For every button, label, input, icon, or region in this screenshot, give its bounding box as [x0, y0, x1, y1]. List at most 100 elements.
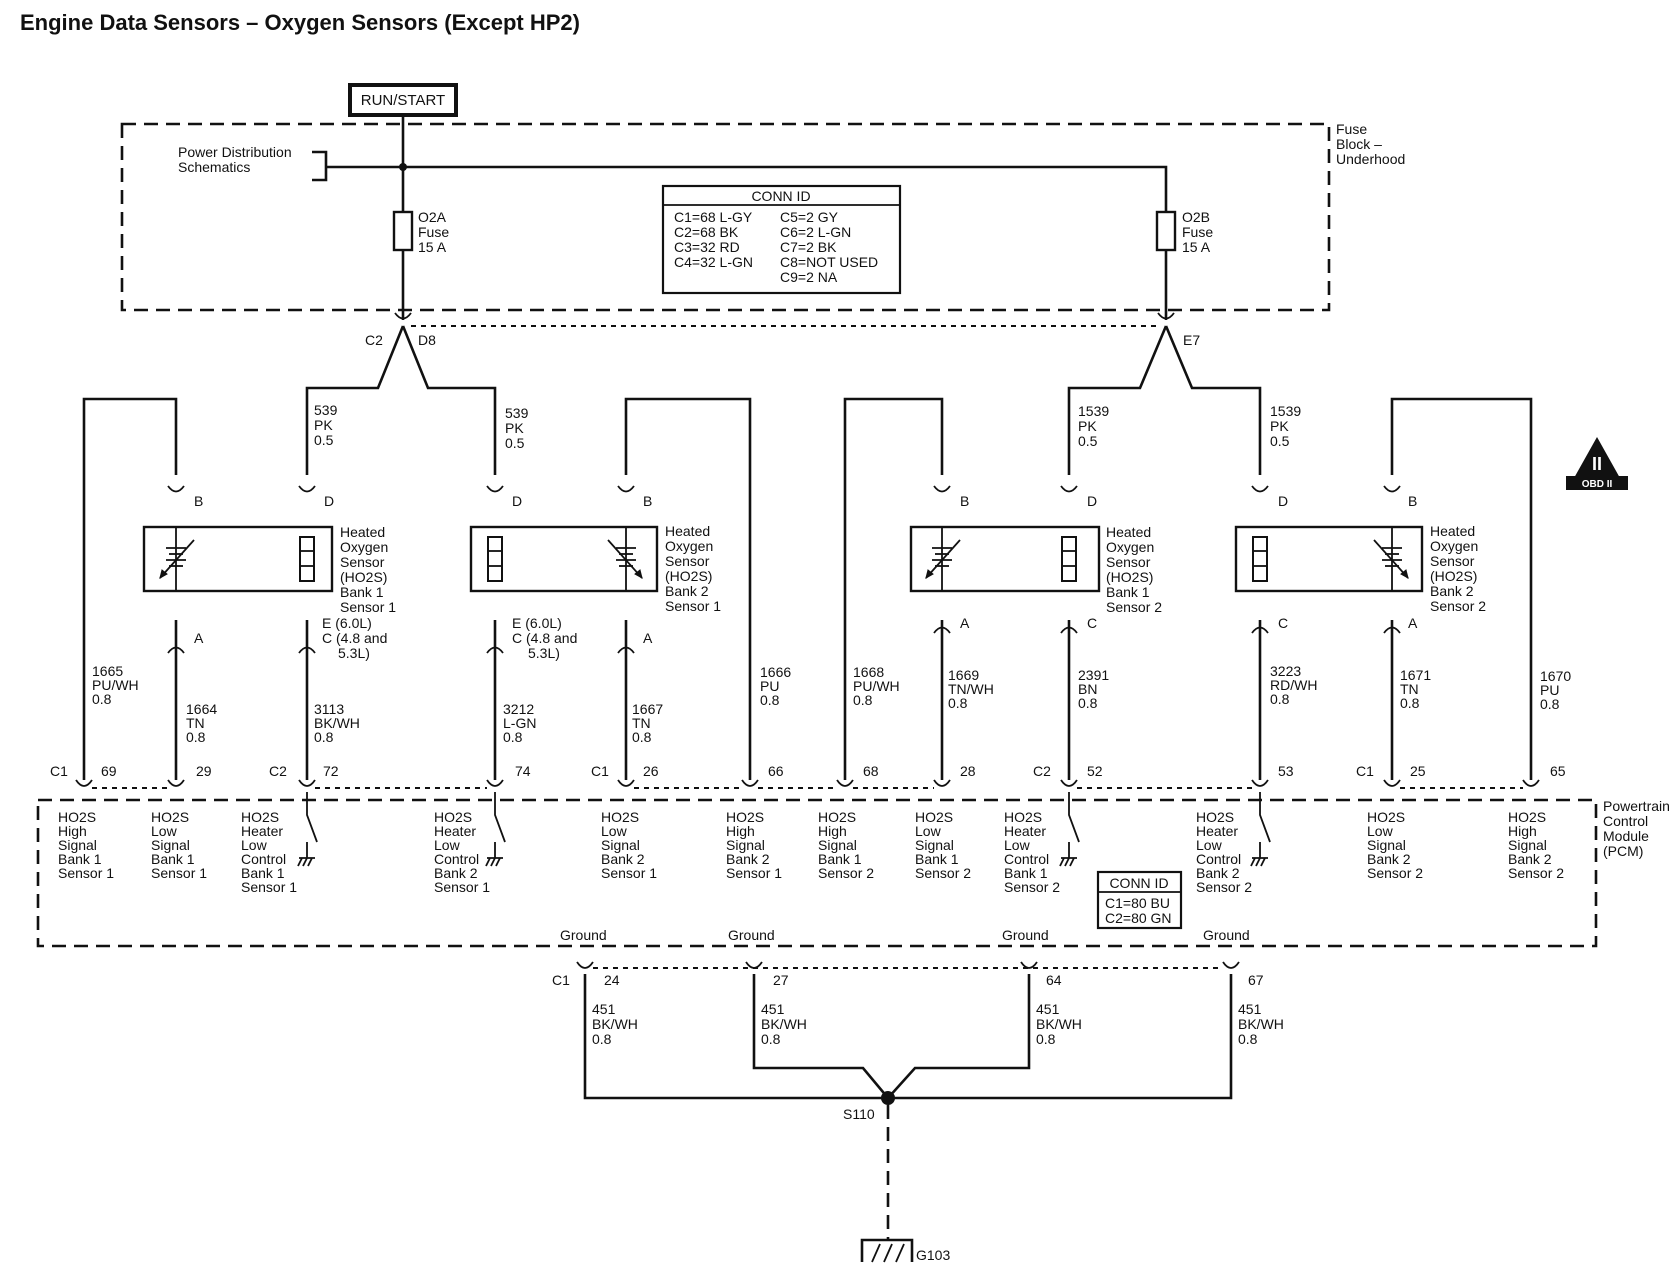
fuse-conn-c2-label: C2	[365, 332, 383, 348]
sensor-b1s1-name-2: Oxygen	[340, 539, 388, 555]
pcm-pin-3: 72	[323, 763, 339, 779]
wire-3212-label-1: 3212	[503, 701, 534, 717]
fuse-o2b-label-2: Fuse	[1182, 224, 1213, 240]
pcm-pin-7: 68	[863, 763, 879, 779]
signal-high-wire-b2s1	[624, 397, 752, 780]
pcm-func-4-l6: Sensor 1	[434, 879, 490, 895]
pcm-pin-4: 74	[515, 763, 531, 779]
obd-ii-icon	[1566, 436, 1628, 490]
sensing-cell-b1s1	[159, 527, 195, 591]
pcm-func-9-l2: Heater	[1004, 823, 1046, 839]
wire-3212-label-2: L-GN	[503, 715, 536, 731]
fuse-conn-id-right-1: C5=2 GY	[780, 209, 839, 225]
pcm-func-6-l2: High	[726, 823, 755, 839]
pcm-func-1-l2: High	[58, 823, 87, 839]
pcm-func-2-l2: Low	[151, 823, 178, 839]
wire-1671-label-3: 0.8	[1400, 695, 1420, 711]
feed-wire-b1s1	[305, 325, 405, 475]
wire-1664-label-3: 0.8	[186, 729, 206, 745]
heater-driver-switches	[306, 792, 1271, 858]
pcm-internal-ground-icons	[297, 857, 1268, 867]
pcm-func-12-l4: Bank 2	[1508, 851, 1552, 867]
wire-1670-label-1: 1670	[1540, 668, 1571, 684]
wire-1667-label-3: 0.8	[632, 729, 652, 745]
sensor-b2s1-pin-heater-1: E (6.0L)	[512, 615, 562, 631]
pcm-func-8-l3: Signal	[915, 837, 954, 853]
wire-1664-label-1: 1664	[186, 701, 217, 717]
signal-high-wire-b1s1	[82, 397, 178, 780]
pcm-func-10-l3: Low	[1196, 837, 1223, 853]
feed-wire-4-label-3: 0.5	[1270, 433, 1290, 449]
pcm-pin-11: 25	[1410, 763, 1426, 779]
pcm-func-11-l3: Signal	[1367, 837, 1406, 853]
pcm-func-9-l3: Low	[1004, 837, 1031, 853]
splice-s110-label: S110	[843, 1106, 875, 1122]
sensor-b1s1-name-4: (HO2S)	[340, 569, 387, 585]
pcm-conn-id-line-2: C2=80 GN	[1105, 910, 1172, 926]
heater-element-b1s2	[1061, 536, 1077, 582]
wire-1670-label-3: 0.8	[1540, 696, 1560, 712]
feed-wire-2-label-3: 0.5	[505, 435, 525, 451]
fuse-block-enclosure	[120, 122, 1331, 312]
pcm-func-6-l3: Signal	[726, 837, 765, 853]
fuse-conn-id-left-2: C2=68 BK	[674, 224, 739, 240]
pcm-pin-10: 53	[1278, 763, 1294, 779]
sensor-b2s2-pin-a: A	[1408, 615, 1418, 631]
sensor-b1s2-name-3: Sensor	[1106, 554, 1151, 570]
feed-wire-b1s2	[1067, 325, 1168, 475]
wire-1666-label-1: 1666	[760, 664, 791, 680]
pcm-func-10-l1: HO2S	[1196, 809, 1234, 825]
pcm-name-1: Powertrain	[1603, 798, 1670, 814]
sensor-b1s2-name-2: Oxygen	[1106, 539, 1154, 555]
pcm-pin-3-conn: C2	[269, 763, 287, 779]
sensor-b1s2-pin-heater: C	[1087, 615, 1097, 631]
pcm-func-8-l2: Low	[915, 823, 942, 839]
feed-wire-4-label-2: PK	[1270, 418, 1289, 434]
sensor-b2s1-name-1: Heated	[665, 523, 710, 539]
wire-1667-label-2: TN	[632, 715, 651, 731]
wire-3113-label-2: BK/WH	[314, 715, 360, 731]
pcm-pin-1: 69	[101, 763, 117, 779]
fuse-conn-id-right-4: C8=NOT USED	[780, 254, 878, 270]
pcm-func-12-l2: High	[1508, 823, 1537, 839]
pcm-func-1-l1: HO2S	[58, 809, 96, 825]
feed-wire-b2s1	[401, 325, 497, 475]
ground-g103-icon	[860, 1238, 914, 1263]
pcm-func-9-l5: Bank 1	[1004, 865, 1048, 881]
fuse-o2a	[392, 210, 414, 252]
ground-terminals	[576, 961, 1240, 969]
sensor-b1s1-name: Heated Oxygen Sensor (HO2S) Bank 1 Senso…	[340, 524, 396, 615]
pcm-name-2: Control	[1603, 813, 1648, 829]
fuse-block-label-2: Block –	[1336, 136, 1382, 152]
sensor-b2s1-name-6: Sensor 1	[665, 598, 721, 614]
pcm-enclosure	[36, 798, 1598, 948]
gnd-wire-1-l2: BK/WH	[592, 1016, 638, 1032]
sensor-b2s2-pin-d: D	[1278, 493, 1288, 509]
pcm-func-8-l1: HO2S	[915, 809, 953, 825]
pcm-func-9-l1: HO2S	[1004, 809, 1042, 825]
sensor-b2s1-name-5: Bank 2	[665, 583, 709, 599]
pcm-pin-5-conn: C1	[591, 763, 609, 779]
fuse-conn-id-left-3: C3=32 RD	[674, 239, 740, 255]
pcm-func-7-l5: Sensor 2	[818, 865, 874, 881]
fuse-block-label-3: Underhood	[1336, 151, 1405, 167]
gnd-wire-2-l1: 451	[761, 1001, 785, 1017]
pcm-func-7-l4: Bank 1	[818, 851, 862, 867]
sensing-cell-b2s2	[1373, 527, 1409, 591]
fuse-conn-id-title: CONN ID	[751, 188, 810, 204]
pcm-func-8-l4: Bank 1	[915, 851, 959, 867]
wire-1665-label-1: 1665	[92, 663, 123, 679]
pcm-function-labels: HO2S High Signal Bank 1 Sensor 1 HO2S Lo…	[58, 809, 1564, 895]
wire-1668-label-1: 1668	[853, 664, 884, 680]
sensor-b2s1-pin-a: A	[643, 630, 653, 646]
sensor-b1s1-name-3: Sensor	[340, 554, 385, 570]
pcm-func-10-l6: Sensor 2	[1196, 879, 1252, 895]
sensor-b2s1-pin-b: B	[643, 493, 652, 509]
pcm-pin-2: 29	[196, 763, 212, 779]
feed-wire-3-label-1: 1539	[1078, 403, 1109, 419]
fuse-o2b	[1155, 210, 1177, 252]
sensor-b2s2-name-5: Bank 2	[1430, 583, 1474, 599]
wire-1669-label-3: 0.8	[948, 695, 968, 711]
signal-high-wire-b2s2	[1390, 397, 1533, 780]
pcm-func-12-l1: HO2S	[1508, 809, 1546, 825]
